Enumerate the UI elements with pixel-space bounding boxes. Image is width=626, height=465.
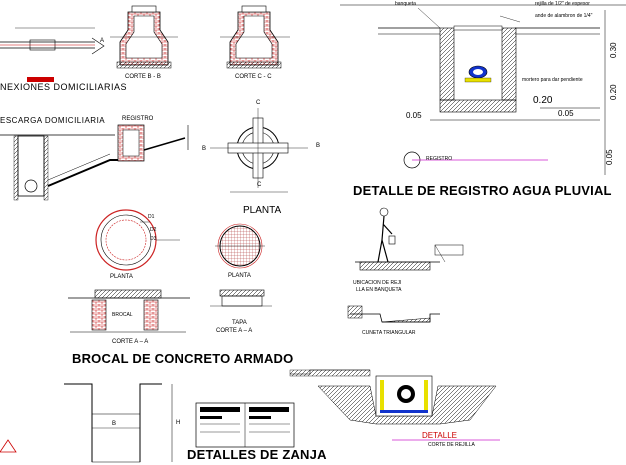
dim-0-05-a: 0.05: [406, 111, 422, 120]
rejilla-note: rejilla de 1/2" de espesor: [535, 1, 590, 7]
zanja-b-label: B: [112, 421, 117, 427]
detalle-rejilla-drawing: [289, 369, 500, 441]
detalle-label: DETALLE: [422, 431, 457, 440]
brocal-planta-left: [95, 209, 180, 271]
ubicacion-rejilla-drawing: [355, 207, 464, 271]
registro-label: REGISTRO: [122, 116, 154, 122]
title-registro: DETALLE DE REGISTRO AGUA PLUVIAL: [353, 183, 612, 198]
title-brocal: BROCAL DE CONCRETO ARMADO: [72, 351, 294, 366]
section-a: A: [100, 38, 105, 44]
brocal-planta-right: [215, 223, 265, 269]
d3-label: D3: [150, 236, 157, 242]
cuneta-label: CUNETA TRIANGULAR: [362, 330, 416, 336]
zanja-h-label: H: [176, 420, 181, 426]
banqueta-note: banqueta: [395, 1, 416, 7]
registro-small-drawing: [403, 151, 548, 169]
dim-0-05-vertical: 0.05: [605, 149, 614, 165]
planta-main-drawing: [210, 108, 308, 193]
title-zanja: DETALLES DE ZANJA: [187, 447, 327, 462]
red-legend-bar: [27, 77, 54, 82]
registro-section-drawing: [340, 4, 626, 175]
dim-0-30: 0.30: [609, 42, 618, 58]
dim-0-20: 0.20: [533, 95, 553, 106]
tapa-label: TAPA: [232, 320, 247, 326]
section-c-top: C: [256, 100, 261, 106]
corte-bb-label: CORTE B - B: [125, 74, 161, 80]
section-b-right: B: [316, 143, 321, 149]
mortero-note: mortero para dar pendiente: [522, 77, 583, 83]
descarga-drawing: [0, 124, 189, 201]
brocal-small-label: BROCAL: [112, 312, 133, 318]
conexiones-label: NEXIONES DOMICILIARIAS: [0, 82, 128, 92]
corte-aa-left-label: CORTE A – A: [112, 339, 149, 345]
planta-right-label: PLANTA: [228, 273, 251, 279]
tapa-drawing: [210, 289, 272, 307]
corte-aa-right-label: CORTE A – A: [216, 328, 253, 334]
dim-0-20-vertical: 0.20: [609, 84, 618, 100]
cuneta-drawing: [347, 305, 440, 323]
planta-main-label: PLANTA: [243, 205, 282, 216]
corte-cc-label: CORTE C - C: [235, 74, 272, 80]
corte-rejilla-label: CORTE DE REJILLA: [428, 442, 475, 448]
ande-note: ande de alambron de 1/4": [535, 13, 593, 19]
descarga-label: ESCARGA DOMICILIARIA: [0, 116, 106, 125]
conexiones-detail: [0, 27, 105, 82]
brocal-corte-aa: [68, 289, 190, 333]
registro-small-label: REGISTRO: [426, 156, 453, 162]
d2-label: D2: [150, 227, 157, 233]
zanja-drawing: [0, 383, 173, 463]
d1-label: D1: [148, 214, 155, 220]
dim-0-05-b: 0.05: [558, 109, 574, 118]
section-b-left: B: [202, 146, 207, 152]
zanja-table: [195, 402, 295, 448]
ubicacion-label-1: UBICACION DE REJI: [353, 280, 402, 286]
section-c-bottom: C: [257, 182, 262, 188]
corte-bb-drawing: [110, 5, 178, 69]
planta-left-label: PLANTA: [110, 274, 133, 280]
ubicacion-label-2: LLA EN BANQUETA: [356, 287, 402, 293]
corte-cc-drawing: [220, 5, 290, 69]
